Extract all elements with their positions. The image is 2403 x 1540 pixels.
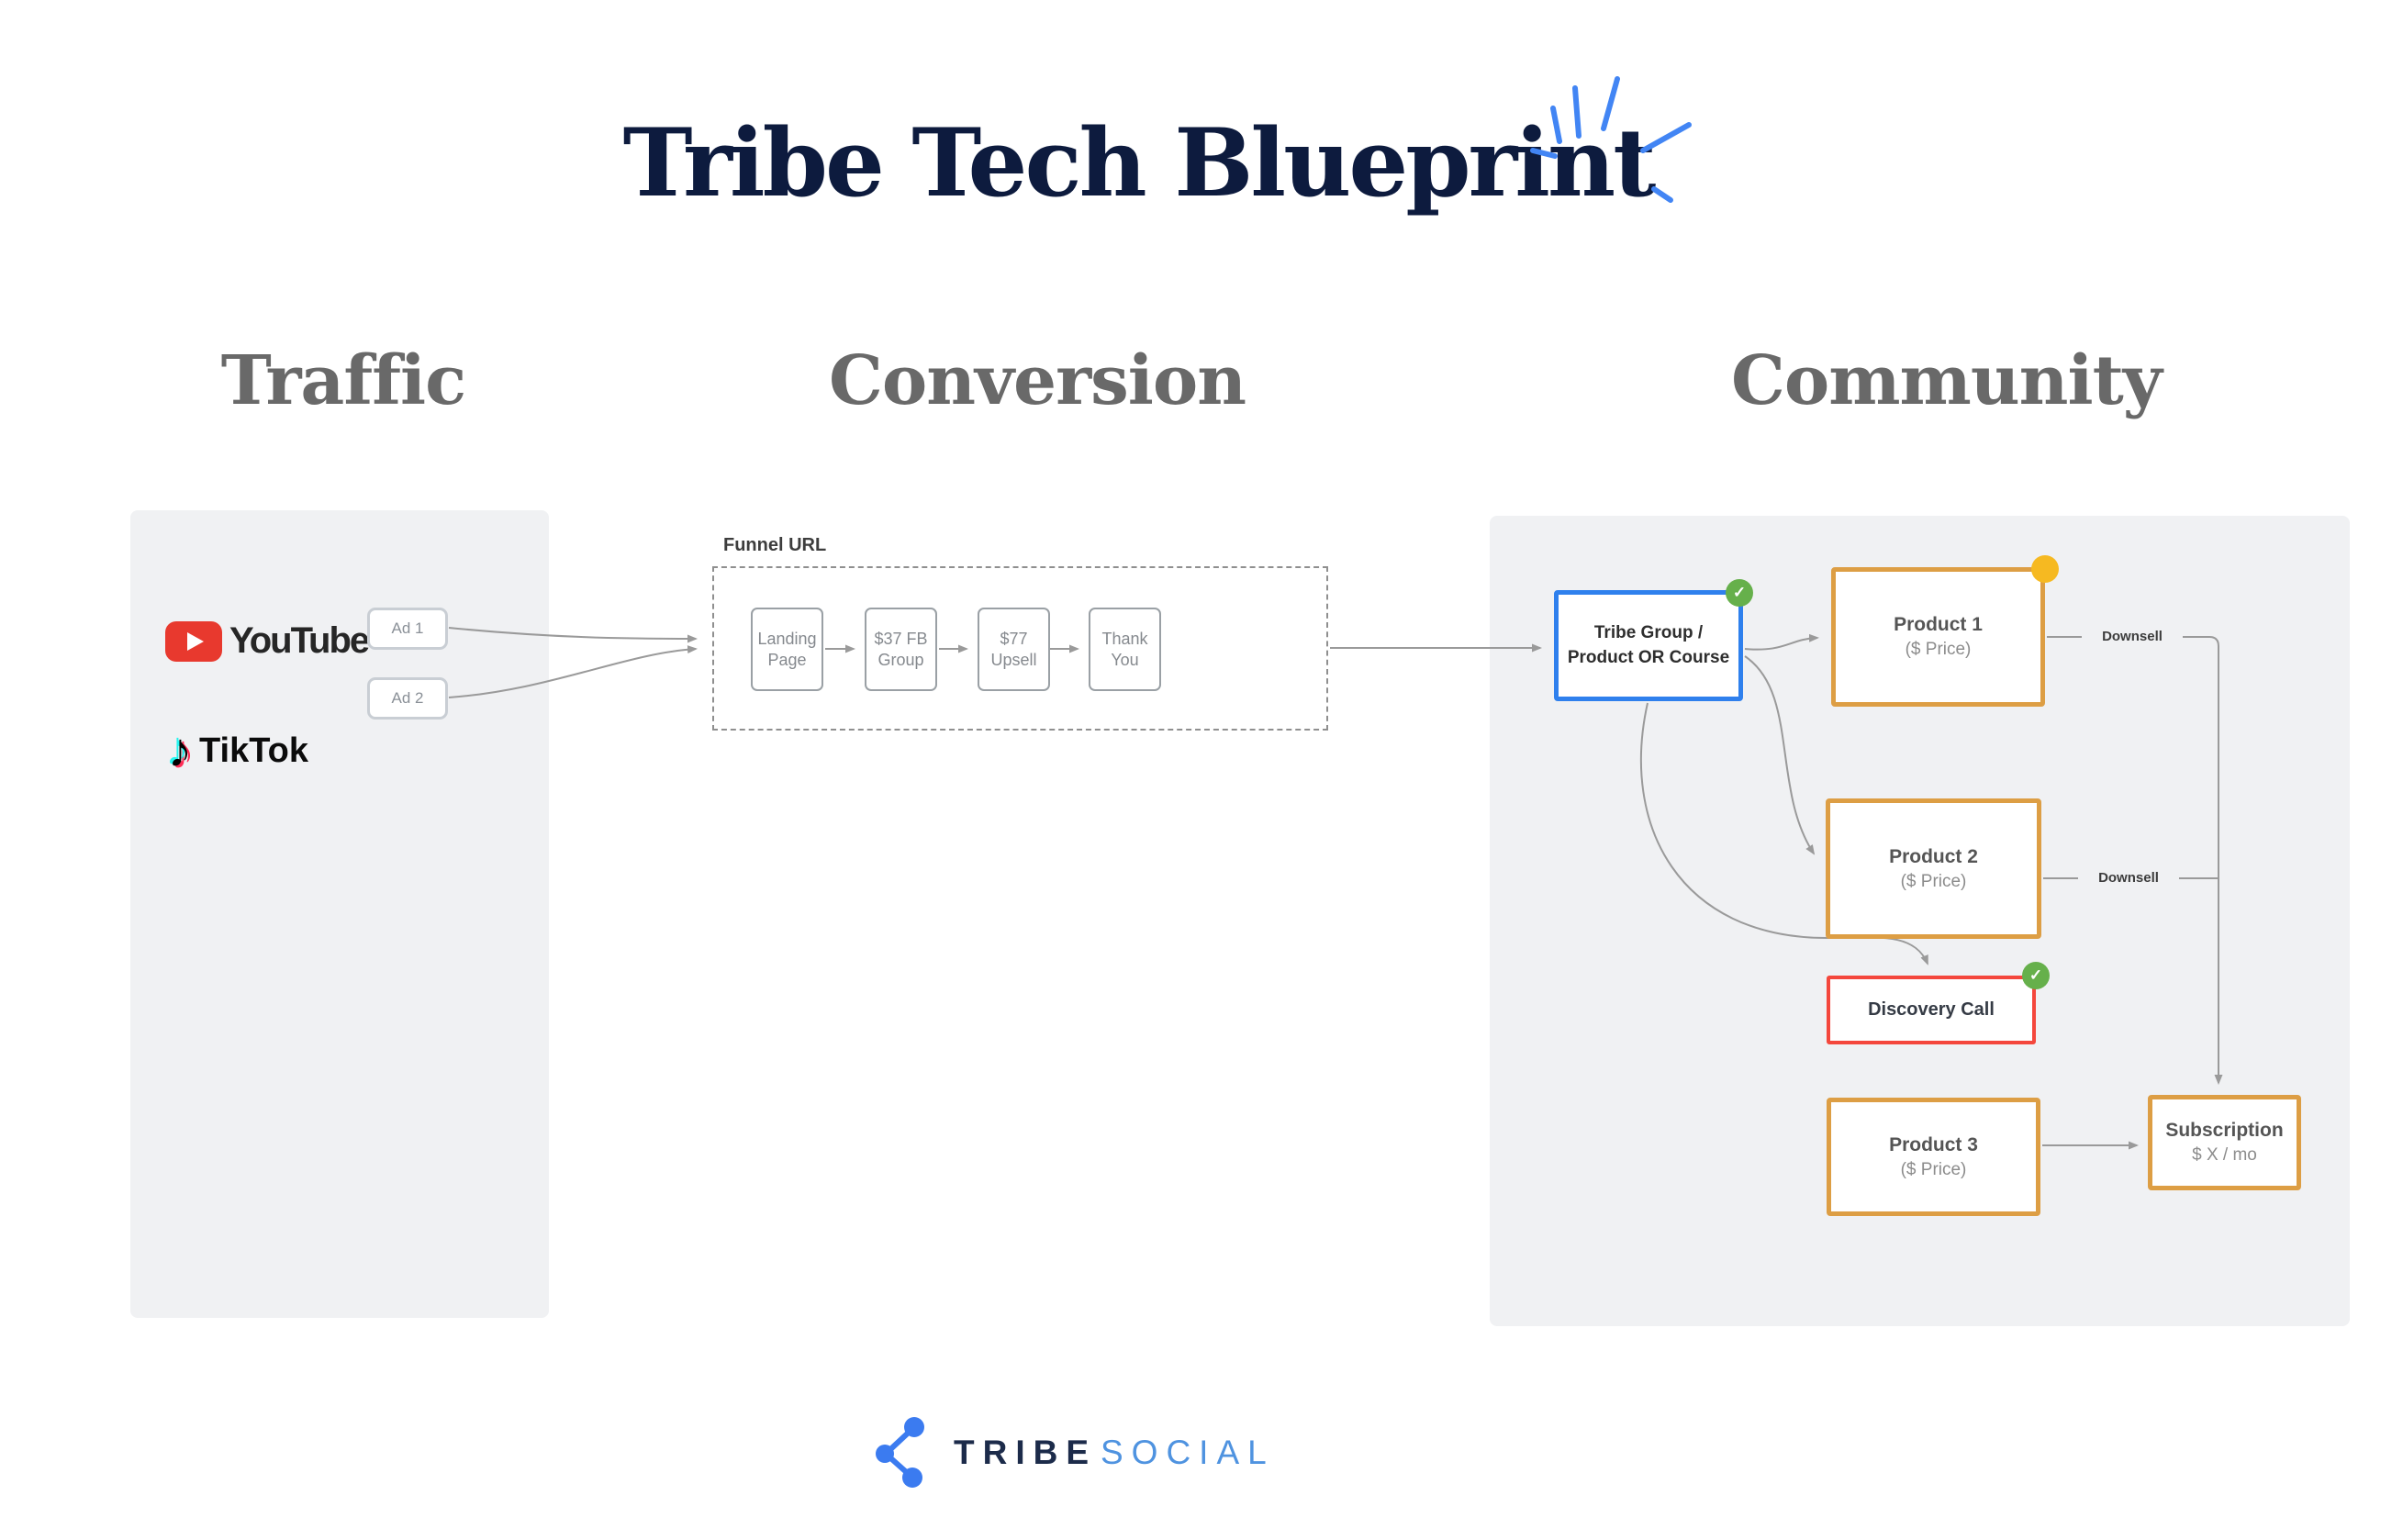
tribe-social-logo: TRIBE SOCIAL (875, 1416, 1275, 1490)
product-3-price: ($ Price) (1900, 1159, 1967, 1179)
tribe-group-box: Tribe Group / Product OR Course (1554, 590, 1743, 701)
downsell-label-1: Downsell (2082, 629, 2183, 644)
page-title: Tribe Tech Blueprint (622, 108, 1657, 218)
funnel-step-thank-you: Thank You (1089, 608, 1161, 691)
youtube-logo: YouTube (165, 620, 370, 662)
product-2-price: ($ Price) (1900, 871, 1967, 891)
tiktok-label: TikTok (199, 731, 308, 770)
check-icon: ✓ (1726, 579, 1753, 607)
youtube-label: YouTube (229, 620, 370, 661)
tiktok-logo: ♪ TikTok (168, 727, 308, 775)
downsell-label-2: Downsell (2078, 870, 2179, 886)
section-header-conversion: Conversion (828, 341, 1246, 420)
product-3-name: Product 3 (1889, 1133, 1978, 1155)
funnel-step-fb-group: $37 FB Group (865, 608, 937, 691)
check-icon: ✓ (2022, 962, 2050, 989)
subscription-price: $ X / mo (2192, 1145, 2257, 1166)
sparkle-burst-icon (1530, 76, 1692, 203)
funnel-step-upsell: $77 Upsell (978, 608, 1050, 691)
section-header-community: Community (1731, 341, 2163, 420)
funnel-step-landing-page: Landing Page (751, 608, 823, 691)
ad-1-box: Ad 1 (367, 608, 448, 650)
product-1-box: Product 1 ($ Price) (1831, 567, 2045, 707)
funnel-boundary (712, 566, 1328, 731)
tiktok-note-icon: ♪ (168, 724, 192, 777)
yellow-dot-badge (2031, 555, 2059, 583)
brand-secondary: SOCIAL (1101, 1434, 1275, 1471)
product-1-price: ($ Price) (1905, 640, 1972, 660)
product-1-name: Product 1 (1894, 614, 1983, 635)
brand-primary: TRIBE (954, 1434, 1097, 1471)
share-icon (876, 1417, 924, 1488)
ad-2-box: Ad 2 (367, 677, 448, 720)
product-2-name: Product 2 (1889, 845, 1978, 867)
product-2-box: Product 2 ($ Price) (1826, 798, 2041, 939)
subscription-box: Subscription $ X / mo (2148, 1095, 2301, 1190)
funnel-url-label: Funnel URL (723, 535, 827, 555)
product-3-box: Product 3 ($ Price) (1827, 1098, 2040, 1216)
subscription-name: Subscription (2165, 1120, 2284, 1141)
youtube-play-icon (165, 620, 222, 662)
discovery-call-box: Discovery Call (1827, 976, 2036, 1044)
section-header-traffic: Traffic (220, 341, 466, 420)
